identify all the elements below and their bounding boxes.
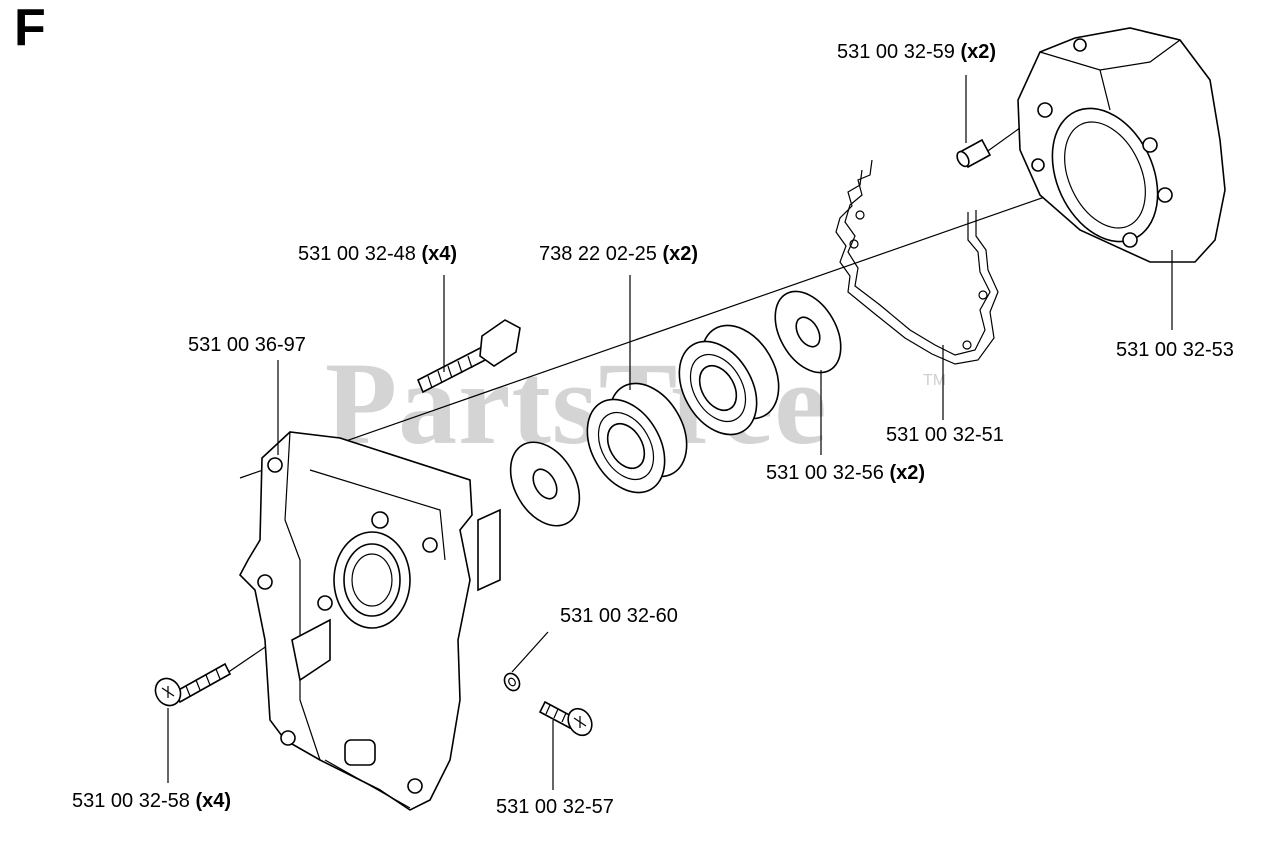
oil-seal-right	[774, 290, 842, 374]
part-label-531-00-32-57: 531 00 32-57	[496, 796, 614, 818]
part-label-531-00-32-51: 531 00 32-51	[886, 424, 1004, 446]
section-letter: F	[14, 0, 46, 57]
part-label-531-00-32-56: 531 00 32-56 (x2)	[766, 462, 926, 484]
part-label-531-00-32-59: 531 00 32-59 (x2)	[837, 41, 997, 63]
dowel-pin	[956, 138, 992, 169]
part-label-738-22-02-25: 738 22 02-25 (x2)	[539, 243, 699, 265]
oil-seal-left	[509, 441, 581, 527]
bearing-right	[678, 324, 780, 436]
washer-small	[503, 672, 521, 692]
crankcase-left-half	[239, 431, 501, 811]
screw-lower-left	[154, 662, 232, 707]
leader-lines	[167, 75, 1173, 790]
bearing-left	[586, 382, 688, 494]
crankcase-right-half	[1017, 27, 1226, 263]
gasket	[835, 159, 999, 365]
part-label-531-00-32-53: 531 00 32-53	[1116, 339, 1234, 361]
screw-lower-right	[538, 700, 593, 737]
part-label-531-00-32-48: 531 00 32-48 (x4)	[298, 243, 458, 265]
crankcase-bolt-top	[416, 319, 521, 394]
part-label-531-00-32-60: 531 00 32-60	[560, 605, 678, 627]
part-label-531-00-32-58: 531 00 32-58 (x4)	[72, 790, 232, 812]
trademark-symbol: TM	[923, 372, 947, 389]
assembly-axis-line	[239, 147, 1186, 479]
part-label-531-00-36-97: 531 00 36-97	[188, 334, 306, 356]
